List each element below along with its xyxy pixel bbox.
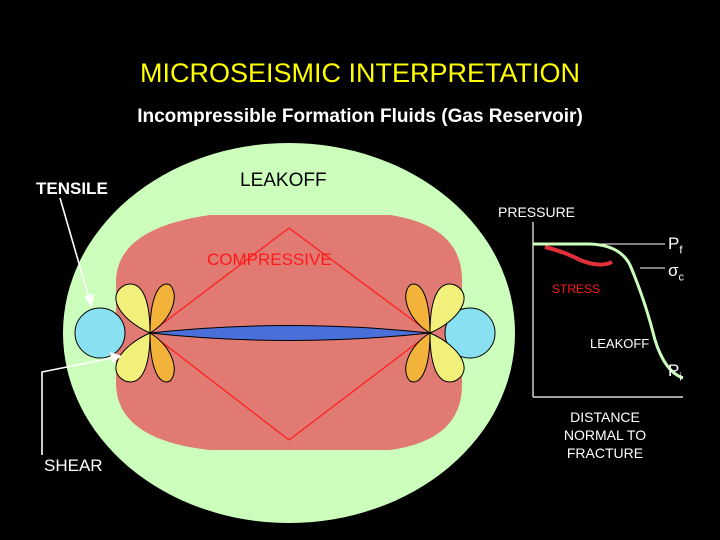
pf-symbol: P (668, 234, 680, 253)
distance-axis-label-line2: NORMAL TO (563, 427, 647, 443)
compressive-label: COMPRESSIVE (207, 250, 332, 269)
stress-curve (544, 245, 613, 267)
pf-subscript: f (679, 244, 683, 257)
pi-symbol: P (668, 361, 680, 380)
distance-axis-label-line3: FRACTURE (566, 445, 644, 461)
page-title: MICROSEISMIC INTERPRETATION (139, 58, 580, 88)
pressure-axis-label: PRESSURE (498, 204, 576, 220)
tensile-label: TENSILE (36, 179, 108, 198)
shear-arrow (41, 352, 122, 455)
sigma-c-label: σc (668, 261, 684, 283)
leakoff-curve-label: LEAKOFF (590, 336, 650, 351)
pressure-graph-axes (532, 222, 683, 398)
pressure-curve (533, 242, 684, 380)
tensile-arrow (59, 197, 94, 308)
hydraulic-fracture (149, 325, 431, 341)
sigma-subscript: c (678, 271, 685, 284)
shear-lobes-right (405, 283, 465, 383)
shear-lobes-left (115, 283, 175, 383)
pi-label: Pi (668, 361, 682, 383)
pi-subscript: i (679, 371, 682, 384)
distance-axis-label: DISTANCE NORMAL TO FRACTURE (550, 408, 660, 462)
page-subtitle: Incompressible Formation Fluids (Gas Res… (137, 106, 583, 127)
stress-curve-label: STRESS (552, 282, 601, 296)
sigma-symbol: σ (668, 261, 679, 280)
shear-label: SHEAR (44, 456, 103, 475)
stress-diamond-lines (149, 227, 431, 441)
pf-label: Pf (668, 234, 682, 256)
tensile-lobe-right (444, 307, 496, 359)
distance-axis-label-line1: DISTANCE (570, 409, 640, 425)
leakoff-zone-label: LEAKOFF (240, 170, 327, 191)
tensile-lobe-left (74, 307, 126, 359)
